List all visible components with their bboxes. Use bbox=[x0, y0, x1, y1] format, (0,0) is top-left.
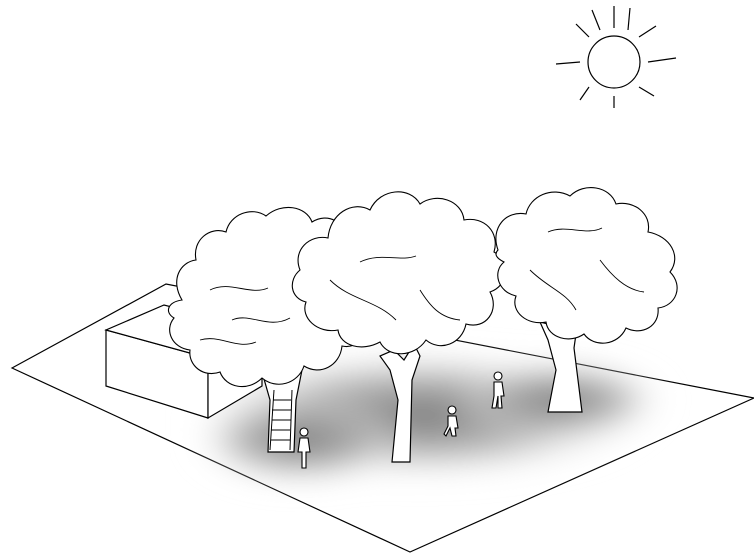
center-tree-canopy bbox=[292, 192, 505, 354]
right-tree bbox=[496, 188, 677, 344]
sun-icon bbox=[556, 6, 676, 108]
right-tree-canopy bbox=[496, 188, 677, 344]
center-tree bbox=[292, 192, 505, 354]
